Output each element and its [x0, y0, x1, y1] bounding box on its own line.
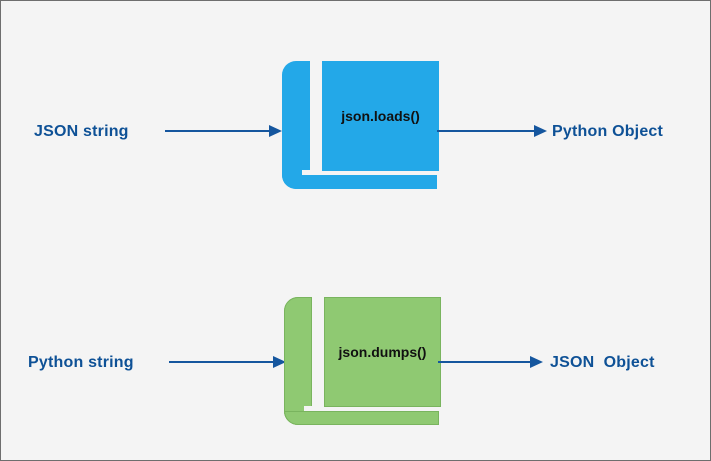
book-pages: [322, 61, 439, 171]
book-icon-json-loads: json.loads(): [282, 61, 442, 189]
book-base: [282, 175, 437, 189]
book-spine: [284, 297, 312, 425]
book-base: [284, 411, 439, 425]
function-label-json-dumps: json.dumps(): [338, 344, 427, 360]
source-label-json-string: JSON string: [34, 123, 129, 140]
arrow-shaft: [165, 130, 270, 132]
arrow-loads-to-python-object: [437, 125, 547, 137]
book-spine: [282, 61, 310, 189]
arrow-shaft: [437, 130, 535, 132]
target-label-json-object: JSON Object: [550, 354, 655, 371]
book-pages: [324, 297, 441, 407]
book-icon-json-dumps: json.dumps(): [284, 297, 444, 425]
arrow-head-icon: [530, 356, 543, 368]
arrow-head-icon: [269, 125, 282, 137]
arrow-python-string-to-dumps: [169, 356, 286, 368]
book-base-gap: [302, 170, 442, 175]
arrow-dumps-to-json-object: [438, 356, 543, 368]
arrow-shaft: [438, 361, 531, 363]
source-label-python-string: Python string: [28, 354, 134, 371]
arrow-shaft: [169, 361, 274, 363]
book-base-gap: [304, 406, 444, 411]
arrow-json-string-to-loads: [165, 125, 282, 137]
target-label-python-object: Python Object: [552, 123, 664, 140]
arrow-head-icon: [273, 356, 286, 368]
function-label-json-loads: json.loads(): [341, 108, 420, 124]
arrow-head-icon: [534, 125, 547, 137]
